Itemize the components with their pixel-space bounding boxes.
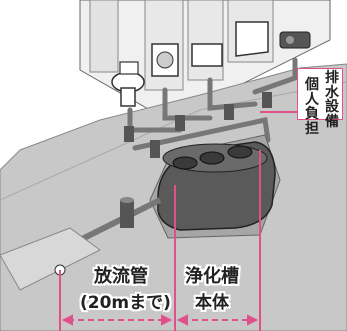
tank-body-label-1: 浄化槽 <box>185 266 239 287</box>
sink-fixture <box>191 43 223 67</box>
washing-machine-fixture <box>151 43 179 77</box>
burden-box: 排水設備 個人負担 <box>297 68 343 136</box>
kitchen-fixture <box>235 21 311 57</box>
inspection-ports <box>124 92 272 158</box>
tank-body-label-2: 本体 <box>195 293 229 313</box>
toilet-fixture <box>111 61 145 107</box>
drain-pipe-label: 放流管 <box>94 266 148 287</box>
dimension-markers <box>59 111 297 331</box>
personal-burden-label: 個人負担 <box>305 77 319 137</box>
drainage-facility-label: 排水設備 <box>325 70 339 130</box>
drain-pipe-note: (20mまで) <box>80 293 171 313</box>
septic-tank-body <box>157 141 276 231</box>
